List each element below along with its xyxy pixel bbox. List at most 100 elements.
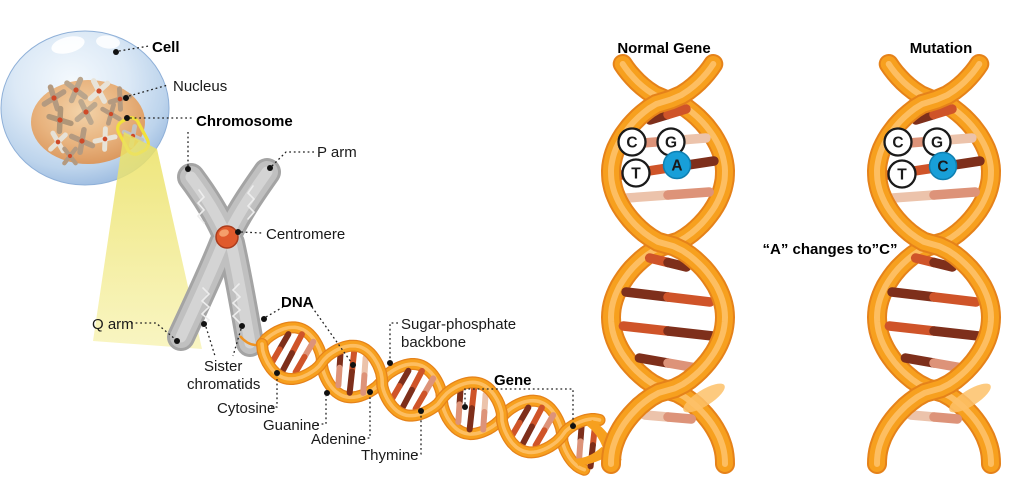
base-pair-rung — [621, 287, 673, 302]
leader-cytosine — [271, 376, 278, 408]
centromere — [215, 225, 239, 249]
base-letter-c: C — [892, 135, 903, 152]
base-pair-rung — [663, 257, 692, 272]
normal-gene-title: Normal Gene — [617, 40, 710, 57]
cell-highlight — [96, 35, 120, 49]
base-pair-rung — [408, 367, 425, 393]
base-pair-rung — [929, 187, 980, 200]
magnifying-beam — [93, 132, 202, 349]
dot-chromosome-a — [124, 115, 130, 121]
guanine-label: Guanine — [263, 417, 320, 434]
base-pair-rung — [480, 408, 488, 433]
base-pair-rung — [929, 326, 984, 341]
dot-sister-2 — [239, 323, 245, 329]
mutation-caption: “A” changes to”C” — [762, 241, 897, 258]
leader-dna-2 — [311, 306, 352, 363]
base-letter-g: G — [931, 135, 943, 152]
base-pair-rung — [466, 405, 475, 433]
centromere-highlight — [219, 229, 229, 237]
base-pair-rung — [292, 353, 308, 376]
base-circle-t — [621, 158, 651, 188]
base-pair-rung — [518, 423, 535, 449]
dna-double-helix — [256, 321, 622, 476]
sister-chromatids-label-line1: Sister — [204, 358, 242, 375]
centromere-label: Centromere — [266, 226, 345, 243]
base-pair-rung — [663, 326, 718, 341]
base-pair-rung — [929, 292, 981, 307]
base-pair-rung — [887, 287, 939, 302]
base-pair-rung — [576, 438, 584, 463]
base-pair-rung — [634, 353, 673, 368]
base-pair-rung — [663, 412, 697, 424]
normal-gene-helix — [600, 54, 736, 474]
dot-gene-left — [462, 404, 468, 410]
base-pair-rung — [884, 321, 939, 336]
base-circle-a-highlighted — [662, 150, 692, 180]
chromosome-illustration — [167, 158, 281, 357]
base-pair-rung — [360, 372, 368, 396]
leader-centromere — [240, 231, 263, 234]
dot-adenine — [367, 389, 373, 395]
base-pair-rung — [663, 292, 715, 307]
sister-chromatids-label-line2: chromatids — [187, 376, 260, 393]
mutation-gene-helix — [866, 54, 1002, 474]
base-pair-rung — [455, 401, 463, 425]
leader-thymine — [416, 414, 422, 455]
base-letter-t: T — [897, 167, 907, 184]
base-pair-rung — [929, 412, 963, 424]
annotations: Cell Nucleus Chromosome P arm Centromere… — [92, 39, 576, 464]
leader-guanine — [317, 396, 327, 425]
dot-cytosine — [274, 370, 280, 376]
base-circle-c — [617, 127, 647, 157]
adenine-label: Adenine — [311, 431, 366, 448]
backbone-label-line2: backbone — [401, 334, 466, 351]
leader-nucleus — [128, 84, 169, 97]
base-pair-rung — [663, 104, 691, 120]
dot-dna-2 — [350, 362, 356, 368]
base-pair-rung — [622, 190, 673, 203]
helix-strand-highlight — [607, 61, 729, 467]
dot-p-arm — [267, 165, 273, 171]
dot-q-arm — [174, 338, 180, 344]
helix-sheen — [949, 383, 991, 413]
gene-bracket — [464, 388, 574, 423]
mutation-title: Mutation — [910, 40, 972, 57]
base-circle-t — [887, 159, 917, 189]
base-pair-rung — [528, 404, 545, 430]
base-pair-rung — [399, 386, 415, 412]
base-pair-rung — [929, 257, 958, 272]
nucleus-label: Nucleus — [173, 78, 227, 95]
base-pair-rung — [346, 368, 355, 396]
base-letter-c: C — [626, 135, 637, 152]
base-pair-rung — [288, 331, 305, 357]
dna-label: DNA — [281, 294, 314, 311]
dot-thymine — [418, 408, 424, 414]
dot-centromere — [235, 229, 241, 235]
dot-gene-right — [570, 423, 576, 429]
dot-dna-1 — [261, 316, 267, 322]
helix-strand-highlight — [260, 325, 587, 472]
dot-sister-1 — [201, 321, 207, 327]
base-pair-rung — [929, 104, 957, 120]
comparison-panel: Normal Gene Mutation “A” changes to”C” C… — [617, 40, 972, 258]
dot-nucleus — [123, 95, 129, 101]
dot-cell — [113, 49, 119, 55]
base-circle-c — [883, 127, 913, 157]
leader-sister-1 — [205, 326, 216, 357]
leader-p-arm — [271, 151, 315, 167]
base-pair-rung — [888, 190, 939, 203]
base-pair-rung — [279, 350, 295, 376]
base-pair-rung — [663, 187, 714, 200]
base-pair-rung — [468, 383, 478, 412]
dot-backbone — [387, 360, 393, 366]
helix-strand-highlight — [873, 61, 995, 467]
base-pair-rung — [412, 390, 428, 412]
backbone-label-line1: Sugar-phosphate — [401, 316, 516, 333]
base-pair-rung — [618, 321, 673, 336]
normal-gene-bases: C G T A — [617, 127, 692, 188]
mutation-gene-bases: C G T C — [883, 127, 958, 189]
leader-backbone — [389, 322, 398, 360]
chromosome-label: Chromosome — [196, 113, 293, 130]
